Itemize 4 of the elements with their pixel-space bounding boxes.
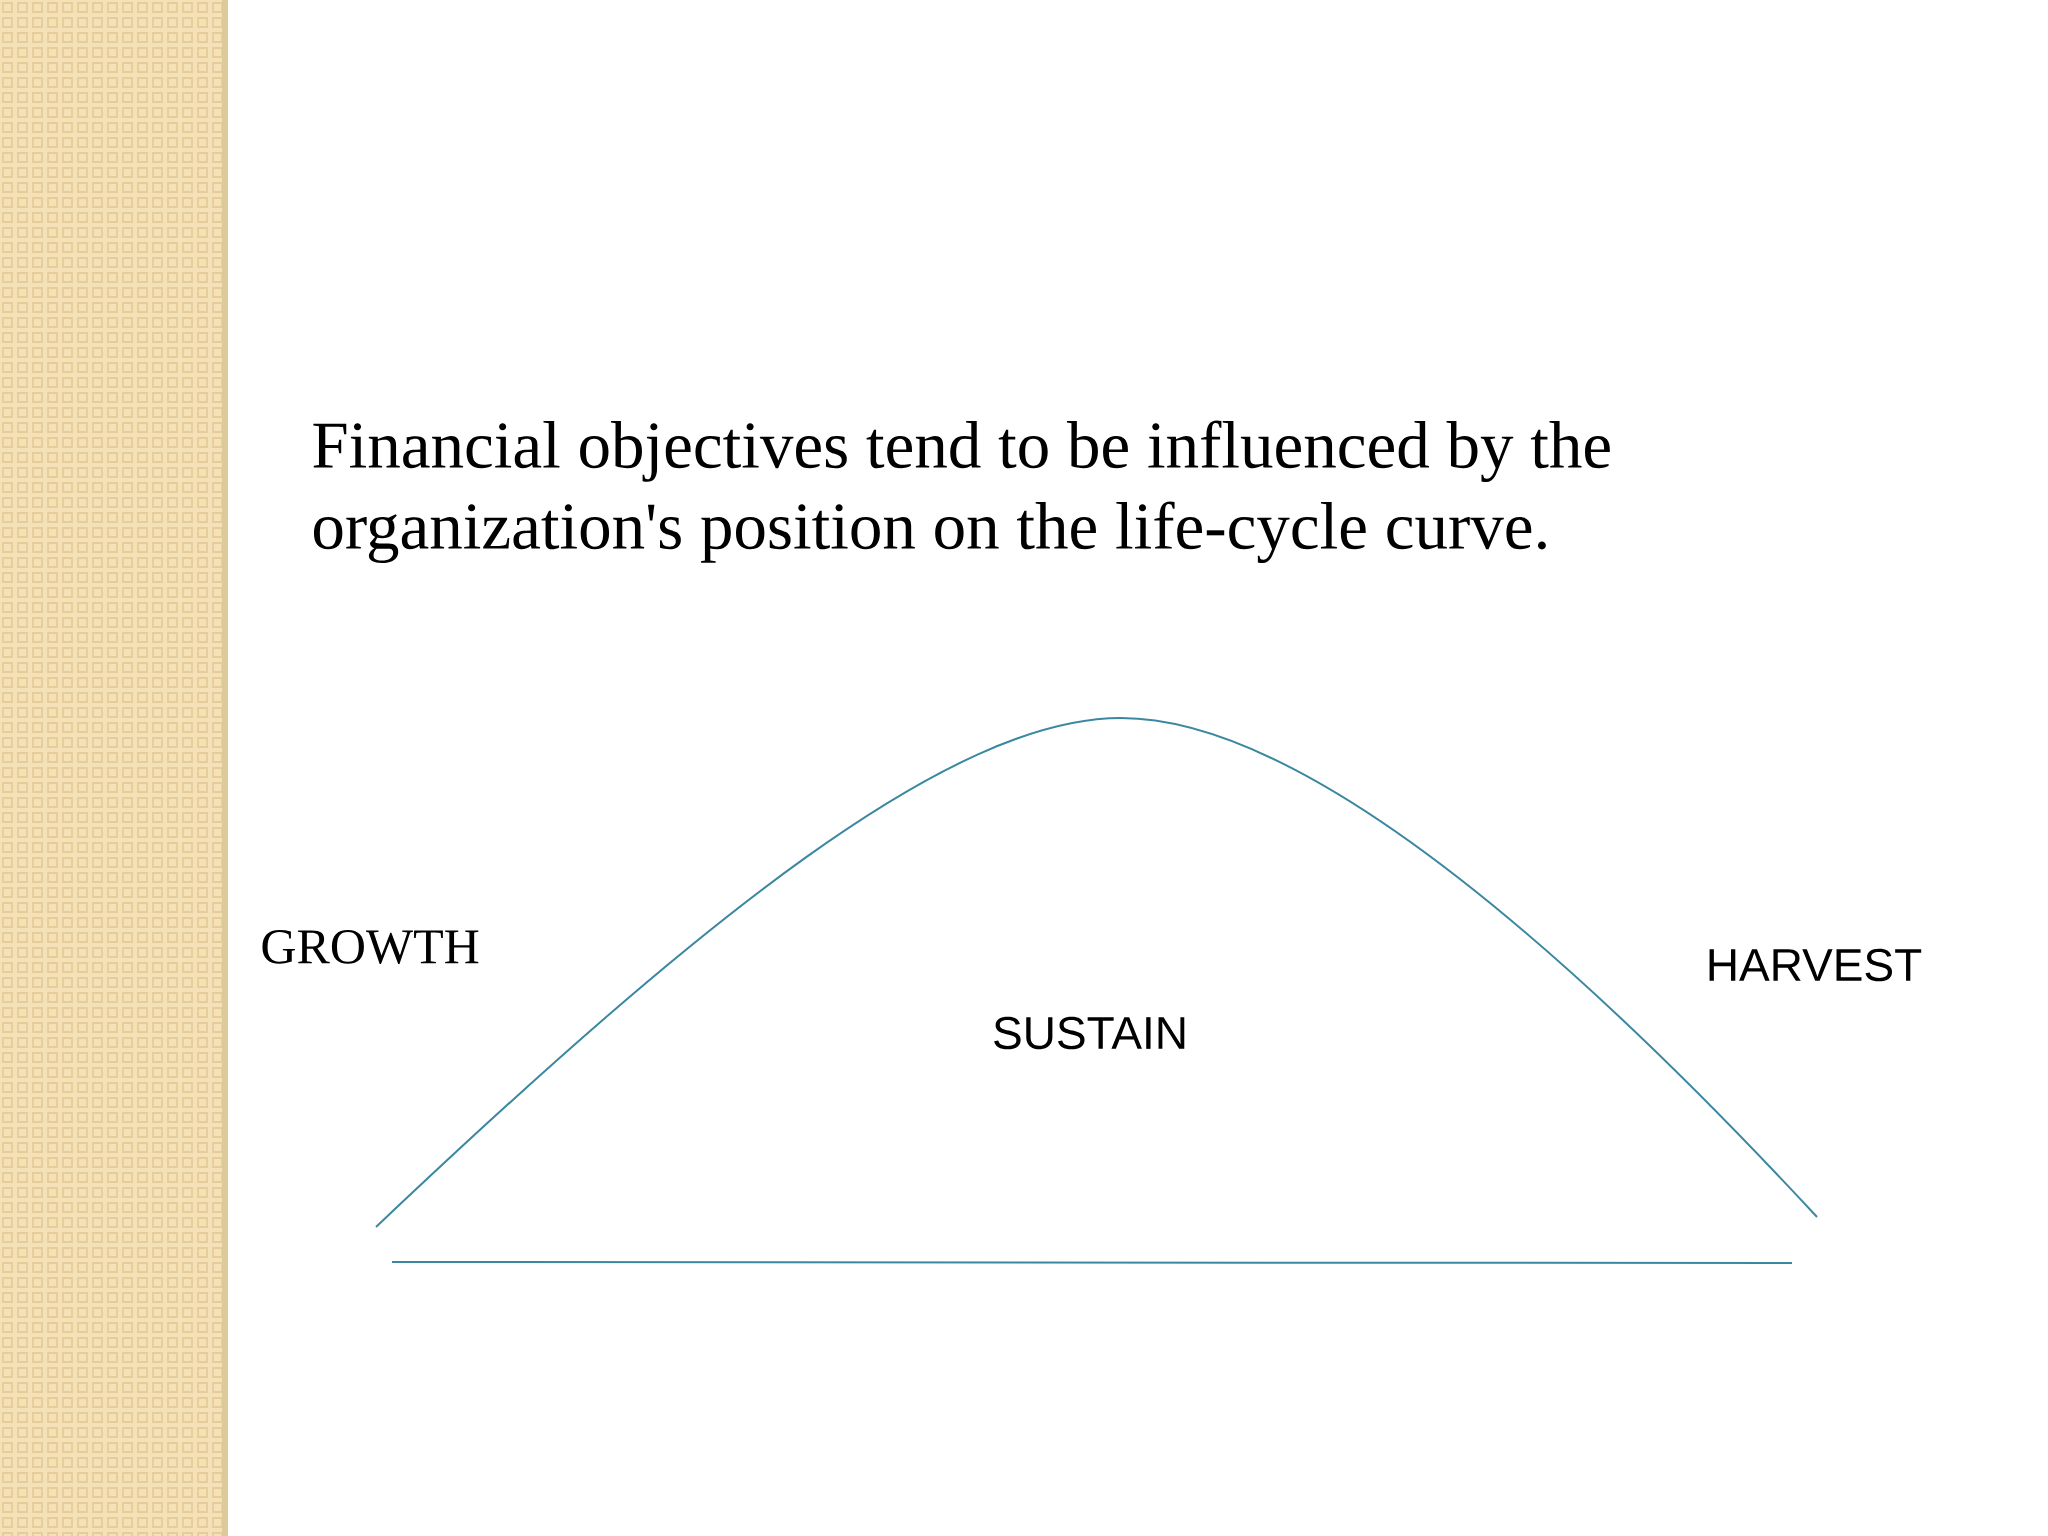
stage-label: GROWTH xyxy=(262,930,479,964)
stage-label: HARVEST xyxy=(1709,948,1922,982)
stage-label: SUSTAIN xyxy=(994,1016,1185,1050)
heading-text: Financial objectives tend to be influenced by the organization's position on the life-cycle curve. xyxy=(313,420,1610,564)
